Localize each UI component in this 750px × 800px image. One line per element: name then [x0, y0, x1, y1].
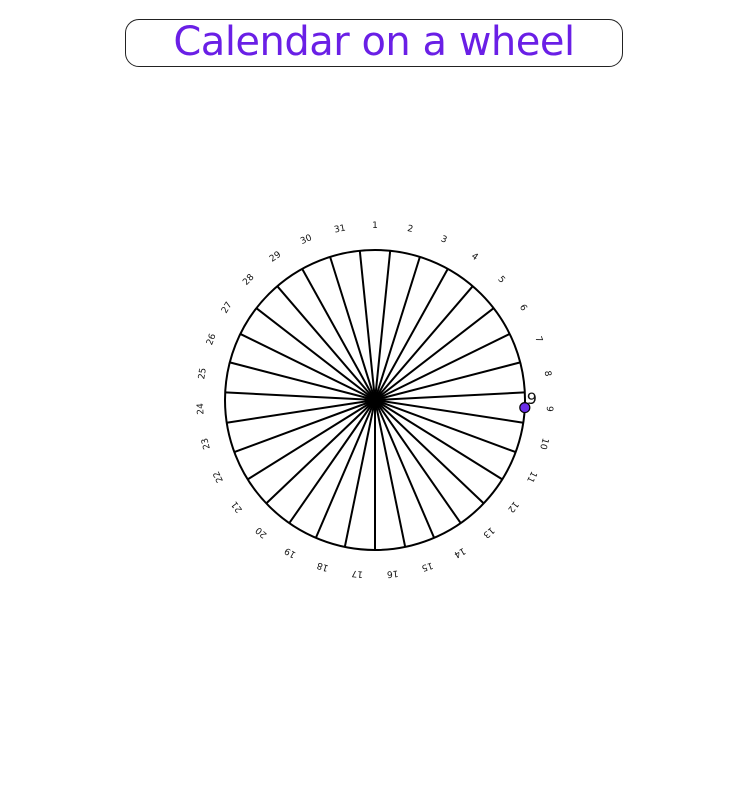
- day-label: 24: [196, 403, 207, 415]
- wheel-rim: [224, 249, 526, 551]
- day-label: 17: [351, 568, 363, 579]
- day-label: 1: [372, 221, 378, 231]
- wheel-spoke: [374, 399, 407, 548]
- wheel-spoke: [374, 256, 421, 401]
- day-label: 20: [254, 524, 269, 539]
- day-label: 5: [496, 275, 507, 286]
- day-label: 13: [481, 524, 496, 539]
- day-label: 4: [469, 251, 480, 263]
- wheel-spoke: [255, 307, 376, 401]
- wheel-spoke: [358, 250, 376, 401]
- day-label: 22: [212, 469, 226, 484]
- day-label: 28: [241, 272, 256, 287]
- wheel-spoke: [374, 268, 449, 401]
- wheel-spoke: [276, 285, 376, 401]
- day-label: 31: [333, 224, 346, 236]
- wheel-spoke: [374, 399, 485, 505]
- wheel-spoke: [226, 399, 376, 424]
- wheel-spoke: [374, 250, 392, 401]
- selected-day-marker[interactable]: 9: [519, 389, 537, 414]
- wheel-spoke: [374, 391, 525, 401]
- wheel-spokes: [225, 250, 525, 550]
- day-label: 21: [230, 499, 245, 514]
- wheel-spoke: [288, 399, 376, 524]
- day-label: 26: [205, 332, 218, 346]
- wheel-spoke: [374, 361, 521, 401]
- wheel-spoke: [374, 333, 511, 401]
- selected-day-dot[interactable]: [519, 402, 531, 414]
- wheel-spoke: [265, 399, 376, 505]
- wheel-spoke: [247, 399, 376, 481]
- day-label: 25: [197, 367, 209, 380]
- title-frame: Calendar on a wheel: [125, 19, 623, 67]
- wheel-spoke: [374, 399, 462, 524]
- page-title: Calendar on a wheel: [173, 19, 575, 65]
- day-label: 7: [532, 335, 543, 344]
- wheel-spoke: [301, 268, 376, 401]
- day-label: 10: [537, 437, 550, 451]
- day-label: 14: [452, 545, 467, 559]
- day-label: 15: [420, 560, 434, 573]
- wheel-spoke: [329, 256, 376, 401]
- day-label: 6: [517, 303, 529, 313]
- day-label: 29: [268, 250, 283, 265]
- wheel-spoke: [374, 285, 474, 401]
- wheel-spoke: [225, 391, 376, 401]
- day-label: 18: [316, 559, 330, 572]
- wheel-spoke: [229, 361, 376, 401]
- wheel-spoke: [314, 399, 376, 539]
- day-label: 27: [220, 300, 235, 315]
- wheel-spoke: [374, 399, 524, 424]
- day-label: 3: [439, 234, 448, 245]
- wheel-spoke: [239, 333, 376, 401]
- day-label: 2: [406, 224, 414, 235]
- wheel-spoke: [233, 399, 376, 454]
- day-label: 9: [544, 406, 554, 412]
- day-label: 19: [283, 545, 298, 559]
- wheel-spoke: [374, 307, 495, 401]
- wheel-spoke: [374, 399, 503, 481]
- wheel-spoke: [374, 399, 436, 539]
- wheel-spoke: [343, 399, 376, 548]
- day-label: 8: [542, 370, 553, 377]
- day-label: 30: [299, 233, 314, 247]
- day-label: 12: [505, 499, 520, 514]
- wheel-spoke: [374, 399, 517, 454]
- day-label: 11: [524, 469, 538, 484]
- selected-day-label: 9: [527, 389, 537, 408]
- day-label: 23: [200, 437, 213, 451]
- day-label: 16: [386, 568, 399, 579]
